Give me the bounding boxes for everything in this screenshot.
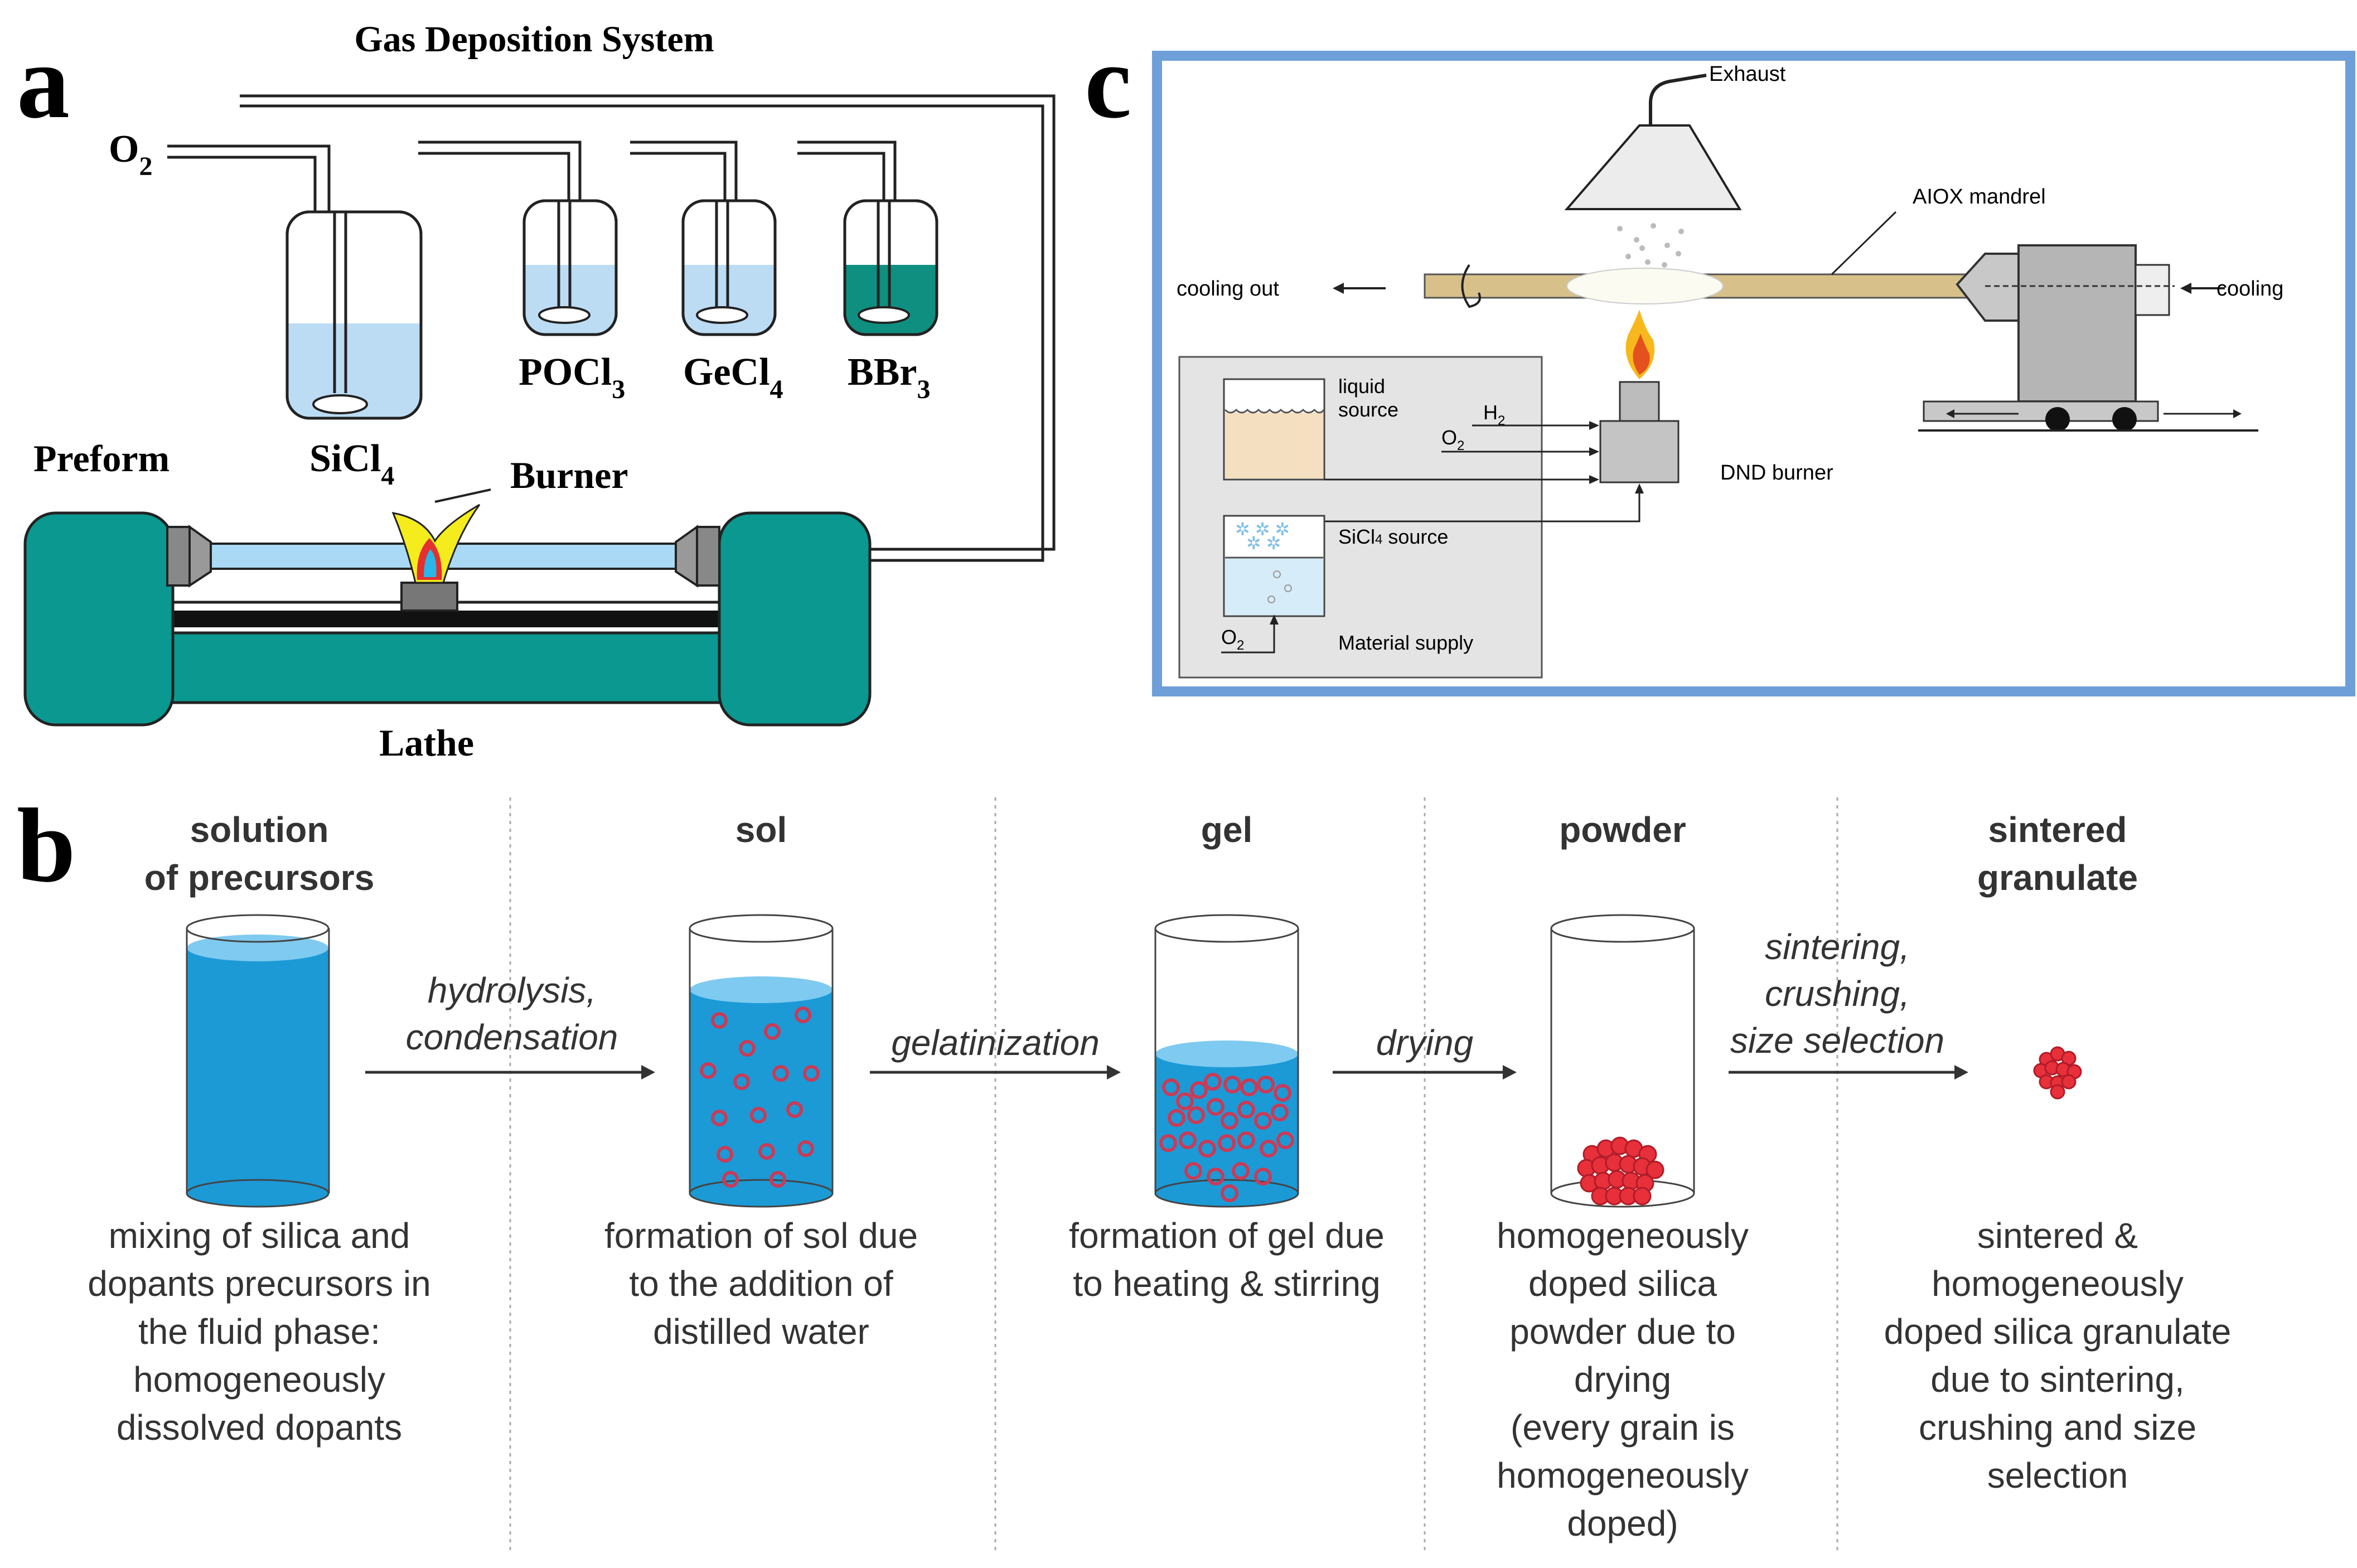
- desc-line: the fluid phase:: [138, 1311, 380, 1352]
- burner-pointer: [434, 488, 491, 503]
- desc-line: homogeneously: [133, 1359, 385, 1400]
- beaker-gel: [1154, 914, 1299, 1208]
- o2-bottom-label: O2: [1221, 626, 1244, 653]
- spindle-machine: [1918, 244, 2258, 432]
- sicl4-source-tank: ✲ ✲ ✲✲ ✲: [1223, 515, 1325, 617]
- material-supply-label: Material supply: [1338, 631, 1473, 654]
- desc-line: crushing and size: [1919, 1407, 2196, 1448]
- beaker-sol: [689, 914, 834, 1208]
- panel-a: a Gas Deposition System O2: [17, 19, 1056, 764]
- burner-label: Burner: [510, 454, 628, 496]
- desc-line: homogeneously: [1497, 1455, 1749, 1496]
- desc-line: selection: [1987, 1455, 2128, 1496]
- desc-line: doped silica granulate: [1884, 1311, 2232, 1352]
- flame-icon: [1625, 309, 1655, 379]
- arrow-label-hydrolysis: hydrolysis,condensation: [406, 970, 618, 1057]
- panel-a-title: Gas Deposition System: [354, 19, 714, 60]
- desc-line: homogeneously: [1497, 1216, 1749, 1256]
- feed-arrowheads: [1589, 421, 1644, 493]
- liquid-source-tank: [1223, 378, 1325, 481]
- soot-particles: [1617, 223, 1684, 268]
- bottle-bbr3: [843, 199, 938, 336]
- lathe: [23, 511, 872, 727]
- gas-lines: [167, 94, 1056, 562]
- stage-desc-granulate: sintered & homogeneously doped silica gran…: [1884, 1216, 2232, 1496]
- panel-c: c Exhaust AIOX mandrel cooling out: [1085, 23, 2355, 696]
- panel-a-letter: a: [17, 23, 70, 141]
- chuck-right: [675, 525, 720, 588]
- label-sicl4: SiCl4: [309, 437, 394, 491]
- stage-desc-solution: mixing of silica and dopants precursors i…: [88, 1216, 430, 1448]
- stage-desc-gel: formation of gel due to heating & stirrin…: [1069, 1216, 1385, 1304]
- stage-title-gel: gel: [1201, 810, 1252, 850]
- lathe-label: Lathe: [379, 722, 474, 764]
- granulate: [2033, 1046, 2082, 1100]
- desc-line: mixing of silica and: [109, 1216, 410, 1256]
- rotation-arrow-icon: [1461, 264, 1481, 308]
- stage-desc-sol: formation of sol due to the addition of di…: [604, 1216, 918, 1352]
- preform-label: Preform: [33, 437, 170, 480]
- desc-line: (every grain is: [1511, 1407, 1735, 1448]
- cooling-label: cooling: [2216, 277, 2283, 301]
- desc-line: formation of sol due: [604, 1216, 918, 1256]
- h2-label: H2: [1483, 401, 1505, 428]
- dnd-burner-label: DND burner: [1720, 461, 1833, 485]
- mandrel-label: AIOX mandrel: [1913, 185, 2046, 209]
- soot-deposit: [1566, 268, 1724, 304]
- bottle-gecl4: [681, 199, 777, 336]
- desc-line: to heating & stirring: [1073, 1264, 1380, 1304]
- desc-line: distilled water: [653, 1311, 869, 1352]
- desc-line: doped silica: [1528, 1264, 1717, 1304]
- feed-lines: [1324, 424, 1640, 522]
- mandrel-pointer: [1831, 211, 1897, 275]
- desc-line: drying: [1574, 1359, 1671, 1400]
- arrow-label-drying: drying: [1376, 1023, 1474, 1063]
- o2-label: O2: [109, 128, 152, 181]
- desc-line: doped): [1567, 1503, 1678, 1543]
- svg-text:✲ ✲: ✲ ✲: [1246, 533, 1281, 553]
- flame-icon: [391, 504, 481, 584]
- label-pocl3: POCl3: [519, 351, 625, 404]
- desc-line: dissolved dopants: [117, 1407, 402, 1448]
- panel-c-letter: c: [1085, 23, 1131, 141]
- bottle-sicl4: [285, 210, 423, 420]
- beaker-solution: [186, 914, 330, 1208]
- burner-block: [400, 582, 458, 612]
- stage-separators: [509, 797, 1838, 1550]
- desc-line: powder due to: [1509, 1311, 1736, 1352]
- exhaust-hood: [1564, 74, 1742, 210]
- desc-line: homogeneously: [1932, 1264, 2184, 1304]
- stage-desc-powder: homogeneously doped silica powder due to dr…: [1497, 1216, 1749, 1543]
- desc-line: formation of gel due: [1069, 1216, 1385, 1256]
- desc-line: sintered &: [1977, 1216, 2138, 1256]
- o2-label-c: O2: [1441, 426, 1464, 453]
- stage-title-powder: powder: [1559, 810, 1686, 850]
- cooling-out-label: cooling out: [1177, 277, 1279, 301]
- svg-text:✲ ✲ ✲: ✲ ✲ ✲: [1235, 519, 1290, 539]
- dnd-burner: [1599, 381, 1680, 483]
- beaker-powder: [1550, 914, 1695, 1208]
- label-bbr3: BBr3: [848, 351, 930, 404]
- label-gecl4: GeCl4: [683, 351, 783, 404]
- stage-title-sol: sol: [735, 810, 787, 850]
- panel-b-letter: b: [17, 787, 76, 904]
- desc-line: due to sintering,: [1930, 1359, 2184, 1400]
- desc-line: dopants precursors in: [88, 1264, 430, 1304]
- sicl4-source-label: SiCl4 source: [1338, 525, 1448, 548]
- arrow-label-sintering: sintering,crushing,size selection: [1730, 927, 1944, 1061]
- chuck-left: [166, 525, 212, 588]
- desc-line: to the addition of: [629, 1264, 893, 1304]
- arrow-label-gelatinization: gelatinization: [891, 1023, 1100, 1063]
- exhaust-label: Exhaust: [1709, 62, 1786, 86]
- bottle-pocl3: [522, 199, 618, 336]
